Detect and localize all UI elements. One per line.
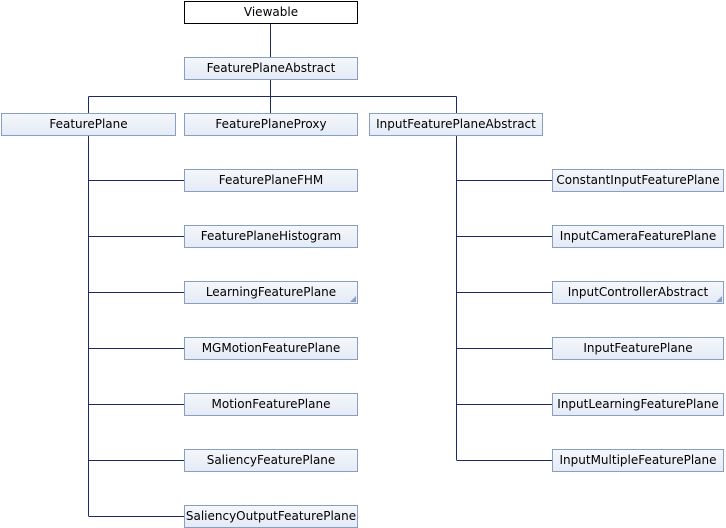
class-node-learningfeatureplane[interactable]: LearningFeaturePlane [184,281,358,304]
class-node-featureplane[interactable]: FeaturePlane [1,113,176,136]
collapsed-corner-icon [716,296,722,302]
class-node-constantinputfeatureplane[interactable]: ConstantInputFeaturePlane [552,169,724,192]
class-node-featureplaneproxy[interactable]: FeaturePlaneProxy [184,113,358,136]
class-node-saliencyfeatureplane[interactable]: SaliencyFeaturePlane [184,449,358,472]
class-node-motionfeatureplane[interactable]: MotionFeaturePlane [184,393,358,416]
class-label-learningfeatureplane: LearningFeaturePlane [205,285,337,299]
class-node-inputlearningfeatureplane[interactable]: InputLearningFeaturePlane [552,393,724,416]
class-node-viewable: Viewable [184,1,358,24]
class-node-saliencyoutputfeatureplane[interactable]: SaliencyOutputFeaturePlane [184,505,358,528]
class-node-inputcontrollerabstract[interactable]: InputControllerAbstract [552,281,724,304]
class-node-featureplaneabstract[interactable]: FeaturePlaneAbstract [184,57,358,80]
class-node-featureplanehistogram[interactable]: FeaturePlaneHistogram [184,225,358,248]
class-node-mgmotionfeatureplane[interactable]: MGMotionFeaturePlane [184,337,358,360]
class-node-inputfeatureplaneabstract[interactable]: InputFeaturePlaneAbstract [369,113,543,136]
class-node-inputmultiplefeatureplane[interactable]: InputMultipleFeaturePlane [552,449,724,472]
class-label-inputcontrollerabstract: InputControllerAbstract [567,285,709,299]
collapsed-corner-icon [350,296,356,302]
class-node-inputcamerafeatureplane[interactable]: InputCameraFeaturePlane [552,225,724,248]
class-node-featureplanefhm[interactable]: FeaturePlaneFHM [184,169,358,192]
class-node-inputfeatureplane[interactable]: InputFeaturePlane [552,337,724,360]
